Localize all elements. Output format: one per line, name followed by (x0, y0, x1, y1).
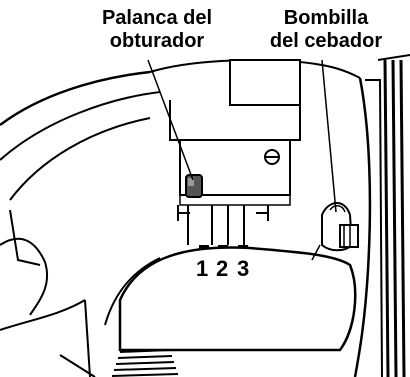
primer-bulb-leader (321, 59, 337, 213)
right-housing-front (353, 77, 372, 377)
position-label-1: 1 (196, 256, 208, 281)
housing-lower-left (0, 299, 86, 331)
choke-plate-shadow (179, 195, 291, 206)
choke-lever-callout: Palanca del obturador (62, 7, 252, 53)
housing-outline-inner (9, 117, 151, 201)
primer-bulb-label-line2: del cebador (269, 30, 383, 52)
housing-edge-left (9, 209, 41, 266)
primer-bulb-callout: Bombilla del cebador (246, 7, 406, 53)
housing-outline-mid (0, 91, 161, 161)
right-ribs (383, 59, 406, 377)
bottom-grille (111, 349, 179, 377)
choke-lever-label-line1: Palanca del (101, 7, 213, 29)
front-body (118, 246, 357, 352)
bottom-edge (84, 299, 91, 377)
primer-bulb-label-line1: Bombilla (283, 7, 369, 29)
front-body-curve (104, 257, 161, 326)
lever-slot (177, 205, 269, 245)
primer-bulb-base (339, 224, 359, 248)
choke-lever-label-line2: obturador (109, 30, 205, 52)
right-housing-back (377, 54, 410, 61)
top-housing-panel (229, 59, 301, 106)
choke-lever-leader (147, 59, 194, 181)
right-housing-inner (365, 79, 383, 377)
housing-outline-outer (0, 70, 151, 127)
position-label-2: 2 (216, 256, 228, 281)
housing-side-lower (0, 237, 49, 316)
position-label-3: 3 (237, 256, 249, 281)
